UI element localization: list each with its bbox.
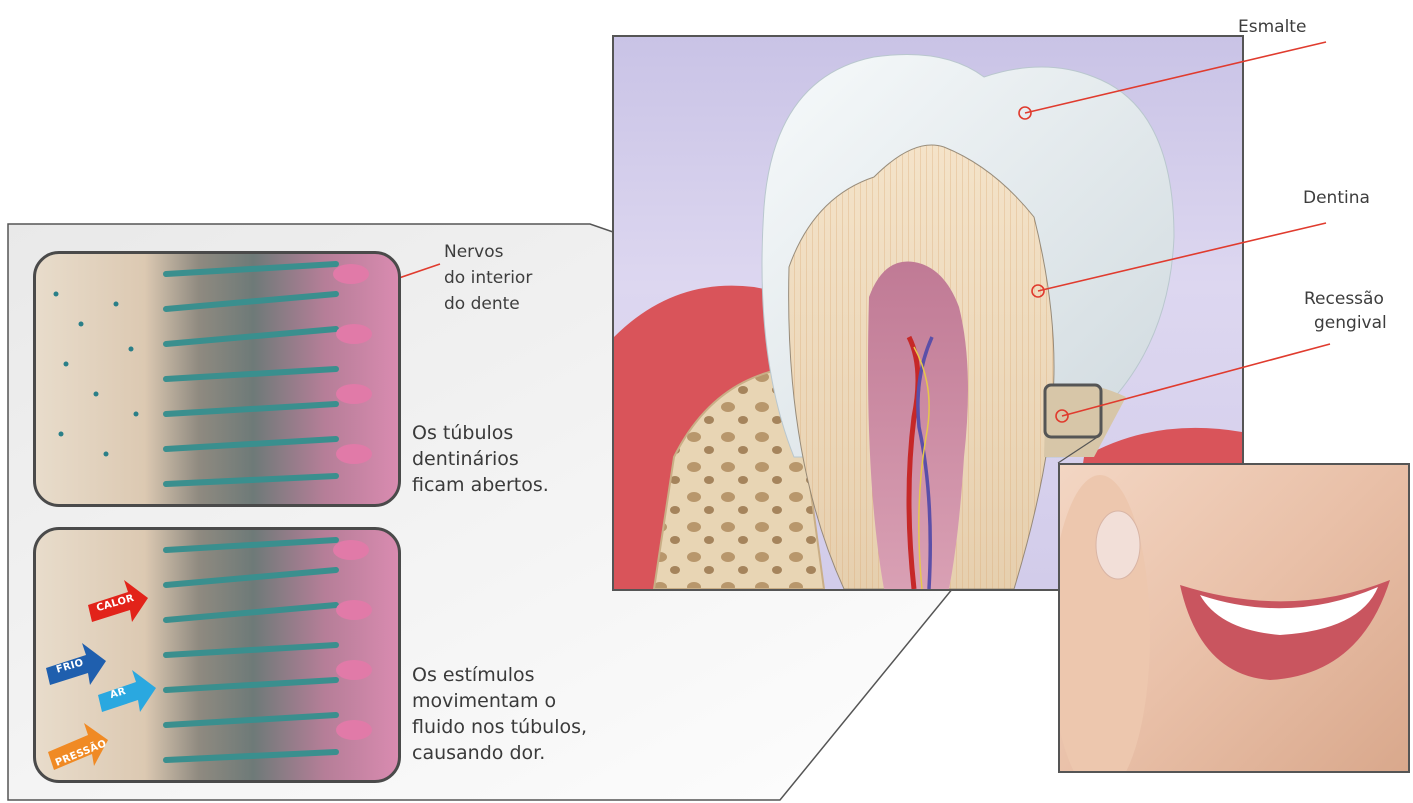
air-arrow [98,670,156,712]
stimuli-caption-line2: movimentam o [412,688,556,714]
smiling-face-photo [1058,463,1410,773]
enamel-label: Esmalte [1238,17,1306,38]
tubules-open-caption-line2: dentinários [412,446,519,472]
stimuli-caption-line3: fluido nos túbulos, [412,714,587,740]
stimuli-caption-line4: causando dor. [412,740,545,766]
tubules-open-caption-line1: Os túbulos [412,420,513,446]
dentin-label: Dentina [1303,188,1370,209]
tubules-open-illustration [33,251,401,507]
recession-label-line1: Recessão [1304,289,1384,310]
stimuli-illustration: CALOR FRIO AR PRESSÃO [33,527,401,783]
nerves-label-line1: Nervos [444,242,503,263]
recession-label-line2: gengival [1314,313,1387,334]
nerves-label-line2: do interior [444,268,532,289]
stimuli-caption-line1: Os estímulos [412,662,535,688]
nerves-label-line3: do dente [444,294,520,315]
tubules-open-caption-line3: ficam abertos. [412,472,549,498]
